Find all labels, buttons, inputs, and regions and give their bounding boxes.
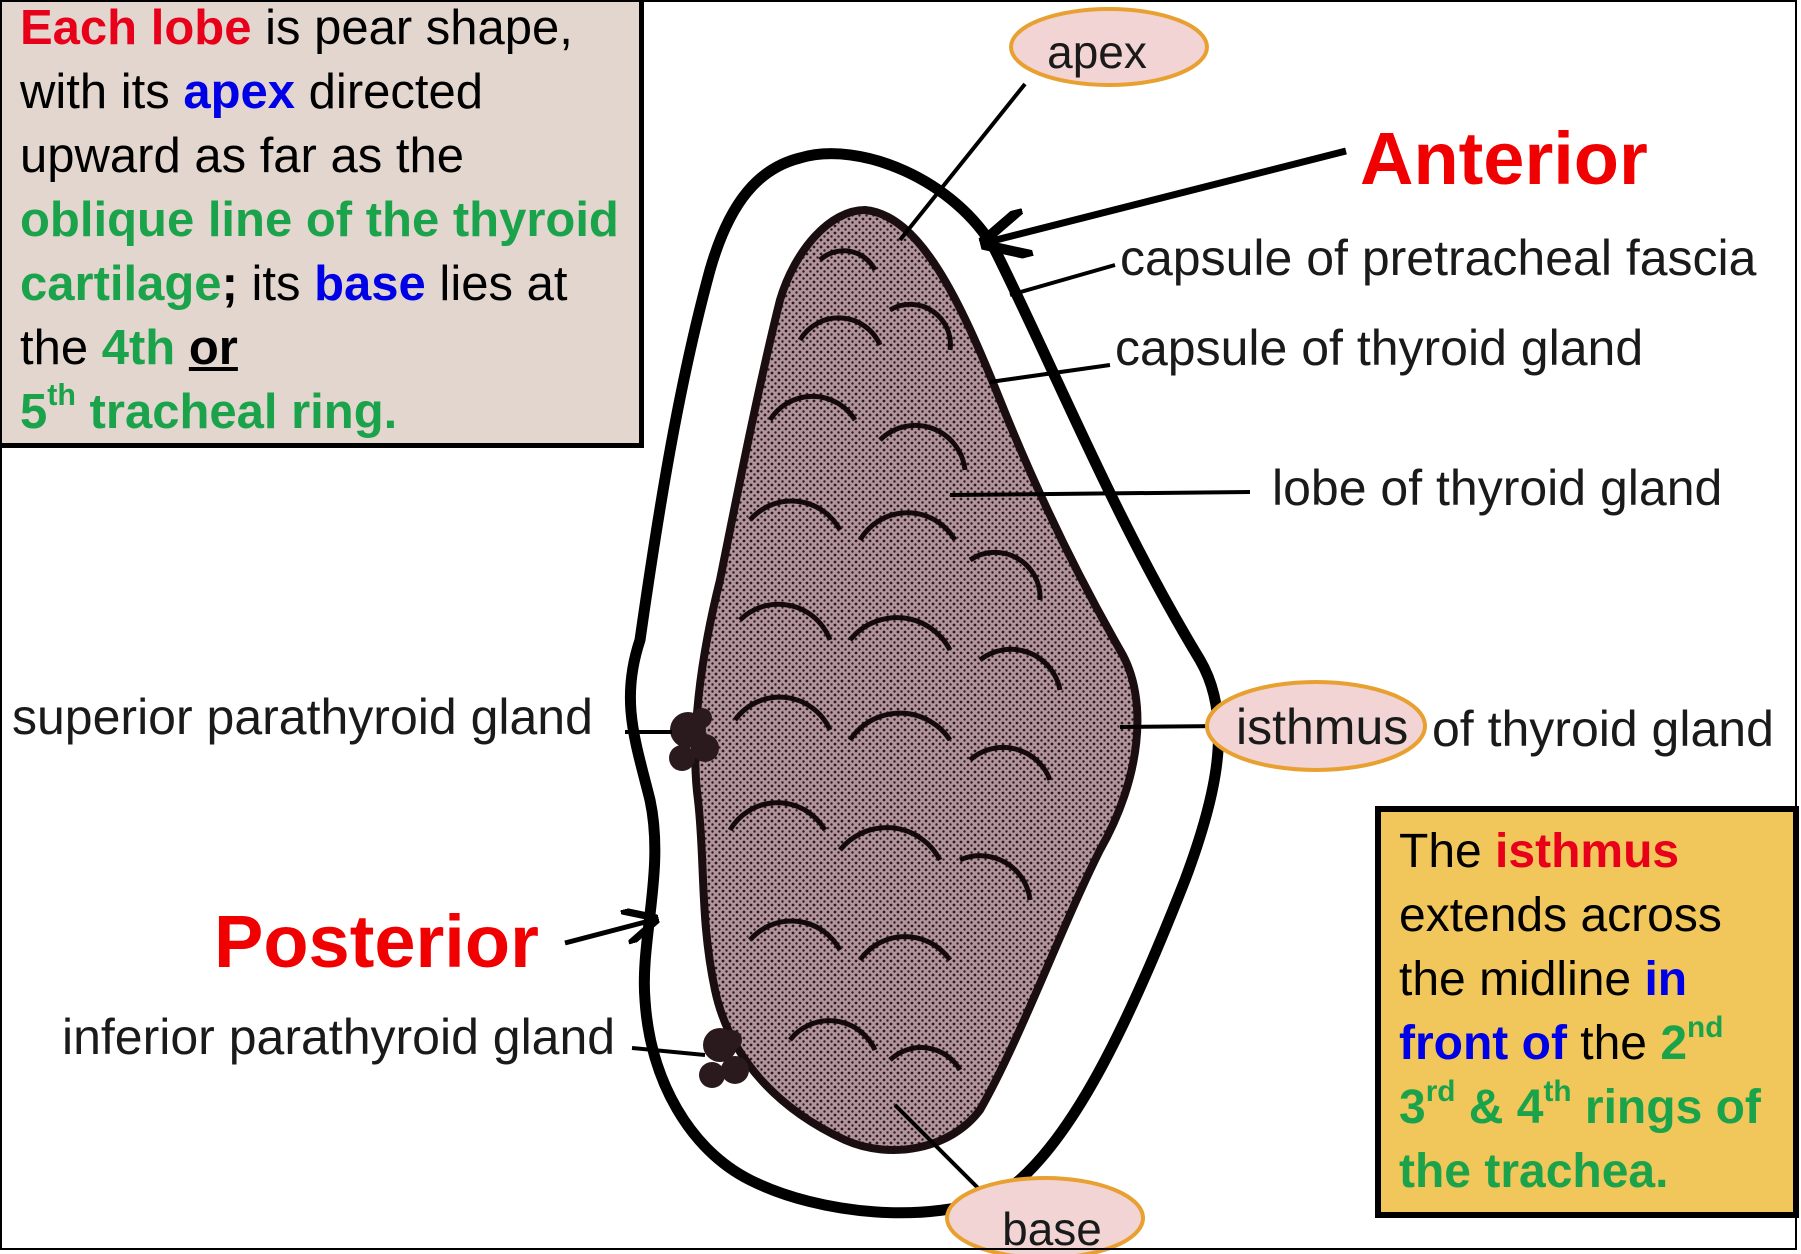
desc-or: or	[189, 321, 238, 375]
isthmus-label: isthmus	[1236, 699, 1408, 755]
isthmus-rest-label: of thyroid gland	[1432, 701, 1774, 757]
isthmus-desc-and-4: & 4	[1455, 1081, 1543, 1134]
desc-space	[175, 321, 189, 375]
desc-th: th	[47, 378, 76, 412]
superior-parathyroid-label: superior parathyroid gland	[12, 689, 593, 745]
anterior-label: Anterior	[1360, 117, 1648, 200]
isthmus-desc-rd: rd	[1426, 1075, 1456, 1108]
posterior-arrow	[565, 920, 653, 943]
isthmus-desc-the: The	[1399, 825, 1495, 878]
isthmus-desc-2: 2	[1660, 1017, 1687, 1070]
isthmus-desc-th: th	[1543, 1075, 1571, 1108]
desc-text-3: its	[238, 257, 314, 311]
posterior-label: Posterior	[214, 900, 539, 983]
anterior-arrow	[988, 151, 1346, 242]
desc-semicolon: ;	[222, 257, 238, 311]
apex-label: apex	[1047, 26, 1147, 78]
desc-5: 5	[20, 385, 47, 439]
inferior-parathyroid-label: inferior parathyroid gland	[62, 1009, 615, 1065]
isthmus-description-box: The isthmus extends across the midline i…	[1375, 806, 1799, 1218]
isthmus-desc-nd: nd	[1687, 1011, 1723, 1044]
isthmus-desc-isthmus: isthmus	[1495, 825, 1679, 878]
desc-base: base	[314, 257, 426, 311]
desc-each-lobe: Each lobe	[20, 1, 251, 55]
base-label: base	[1002, 1203, 1102, 1254]
desc-4th: 4th	[102, 321, 176, 375]
isthmus-desc-3: 3	[1399, 1081, 1426, 1134]
desc-apex: apex	[183, 65, 295, 119]
lobe-description-box: Each lobe is pear shape, with its apex d…	[0, 0, 644, 448]
lobe-label: lobe of thyroid gland	[1272, 460, 1722, 516]
capsule-thyroid-label: capsule of thyroid gland	[1115, 320, 1643, 376]
isthmus-desc-the-2: the	[1567, 1017, 1660, 1070]
desc-tracheal-ring: tracheal ring.	[76, 385, 397, 439]
capsule-pretracheal-label: capsule of pretracheal fascia	[1120, 230, 1757, 286]
pretracheal-leader	[1010, 265, 1115, 295]
